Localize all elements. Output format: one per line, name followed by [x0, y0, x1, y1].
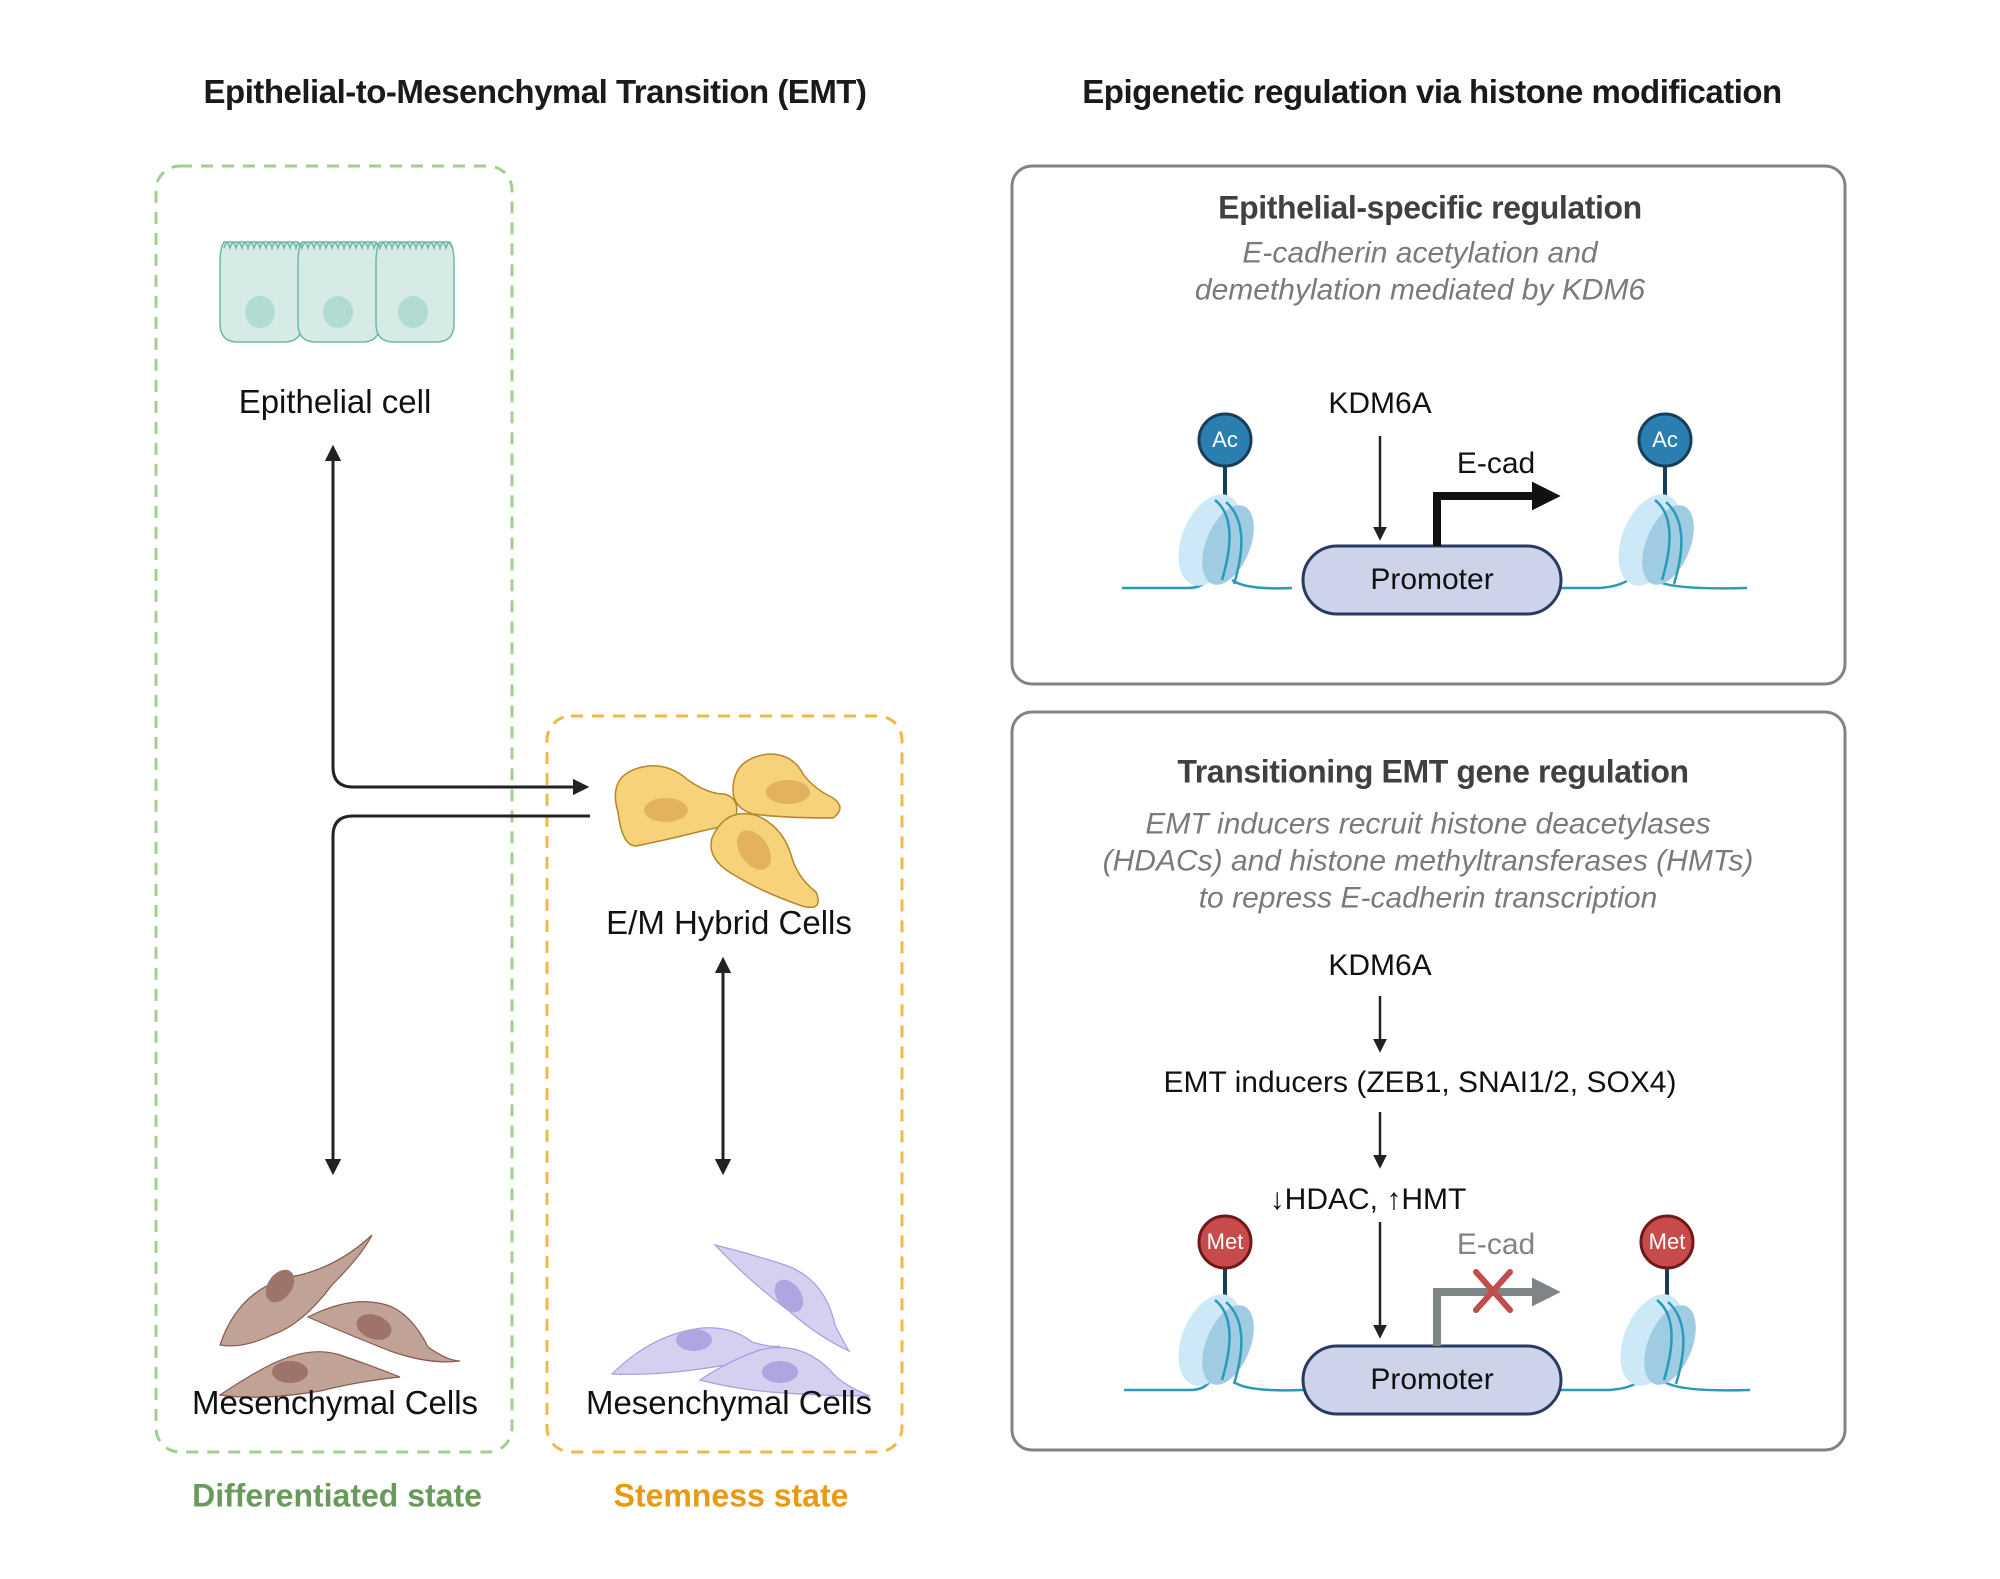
mesenchymal-cells-lavender-icon — [610, 1243, 871, 1397]
box2-title: Transitioning EMT gene regulation — [1177, 753, 1689, 790]
ecad-transcription-arrow — [1433, 481, 1561, 546]
nucleosome-left-met-icon — [1178, 1214, 1254, 1386]
box1-gene-label: E-cad — [1456, 447, 1536, 480]
differentiated-state-label: Differentiated state — [192, 1477, 482, 1514]
box2-subtitle-line1: EMT inducers recruit histone deacetylase… — [1145, 807, 1711, 841]
box1-title: Epithelial-specific regulation — [1218, 189, 1642, 226]
epithelial-cell-label: Epithelial cell — [238, 383, 432, 420]
epigenetic-title: Epigenetic regulation via histone modifi… — [1082, 73, 1782, 110]
epithelial-cells-icon — [219, 241, 455, 343]
box2-subtitle-line3: to repress E-cadherin transcription — [1198, 881, 1658, 915]
box2-gene-label: E-cad — [1456, 1228, 1536, 1261]
blocked-x-icon — [1473, 1269, 1513, 1313]
epithelial-hybrid-connector — [324, 444, 732, 1176]
box2-promoter-label: Promoter — [1370, 1363, 1494, 1396]
box1-ac-left-badge: Ac — [1212, 427, 1238, 452]
box2-regulator-label: KDM6A — [1328, 949, 1432, 982]
box2-modifiers-label: ↓HDAC, ↑HMT — [1269, 1183, 1467, 1216]
hybrid-cells-icon — [614, 753, 841, 909]
mesenchymal-cells-left-label: Mesenchymal Cells — [191, 1384, 479, 1421]
box1-regulator-label: KDM6A — [1328, 387, 1432, 420]
box1-subtitle-line1: E-cadherin acetylation and — [1242, 236, 1598, 270]
nucleosome-left-icon — [1178, 412, 1254, 586]
box1-promoter-label: Promoter — [1370, 563, 1494, 596]
box2-met-right-badge: Met — [1648, 1229, 1686, 1254]
hybrid-cells-label: E/M Hybrid Cells — [606, 904, 852, 941]
box2-subtitle-line2: (HDACs) and histone methyltransferases (… — [1102, 844, 1754, 878]
box2-inducers-label: EMT inducers (ZEB1, SNAI1/2, SOX4) — [1163, 1066, 1677, 1099]
emt-title: Epithelial-to-Mesenchymal Transition (EM… — [203, 73, 867, 110]
epithelial-regulation-box — [1010, 164, 1847, 686]
box1-diagram — [1122, 412, 1748, 616]
blocked-transcription-arrow — [1433, 1277, 1561, 1346]
promoter-shape-2 — [1301, 1344, 1563, 1416]
box2-diagram — [1124, 996, 1751, 1416]
dna-strand-2 — [1124, 1376, 1751, 1392]
mesenchymal-cells-brown-icon — [218, 1234, 461, 1398]
stemness-state-box — [545, 714, 904, 1454]
box1-ac-right-badge: Ac — [1652, 427, 1678, 452]
box2-met-left-badge: Met — [1206, 1229, 1244, 1254]
emt-regulation-box — [1010, 710, 1847, 1452]
stemness-state-label: Stemness state — [613, 1477, 849, 1514]
box1-subtitle-line2: demethylation mediated by KDM6 — [1194, 273, 1646, 307]
promoter-shape — [1301, 544, 1563, 616]
nucleosome-right-icon — [1618, 412, 1694, 586]
mesenchymal-cells-right-label: Mesenchymal Cells — [585, 1384, 873, 1421]
nucleosome-right-met-icon — [1620, 1214, 1696, 1386]
differentiated-state-box — [154, 164, 514, 1454]
